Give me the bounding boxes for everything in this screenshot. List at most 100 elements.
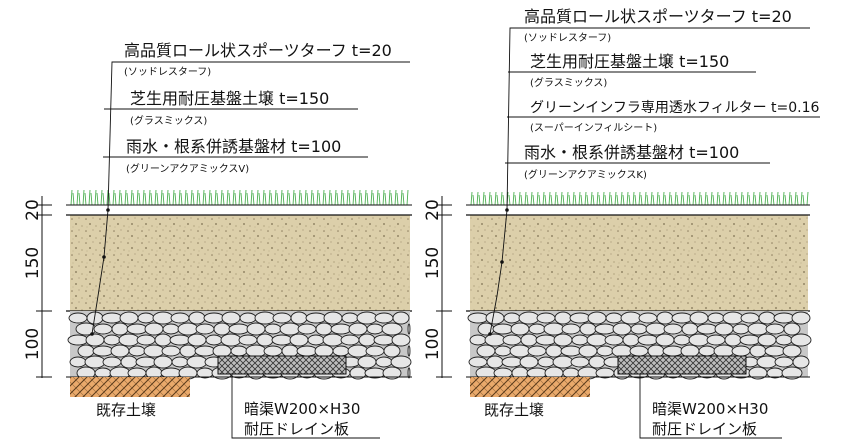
gravel-stone — [212, 344, 232, 358]
section-1-turf-layer — [66, 188, 412, 206]
section-2-drain-label-2: 耐圧ドレイン板 — [652, 420, 757, 438]
gravel-stone — [373, 334, 395, 346]
section-1-dim-150: 150 — [23, 247, 43, 279]
section-1-layer-2-sub: (グラスミックス) — [130, 114, 207, 127]
section-2: 20 150 100 高品質ロール状スポーツターフ t=20 (ソッドレスターフ… — [423, 7, 820, 439]
gravel-stone — [307, 334, 325, 346]
section-1: 20 150 100 高品質ロール状スポーツターフ t=20 (ソッドレスターフ… — [23, 41, 412, 439]
gravel-stone — [186, 355, 208, 369]
gravel-stone — [535, 334, 557, 346]
gravel-stone — [596, 345, 614, 357]
gravel-stone — [553, 333, 573, 347]
gravel-stone — [264, 323, 282, 335]
gravel-stone — [289, 333, 309, 347]
gravel-stone — [111, 322, 129, 336]
gravel-stone — [195, 323, 215, 335]
gravel-stone — [297, 323, 317, 335]
gravel-stone — [179, 344, 197, 358]
gravel-stone — [689, 311, 709, 325]
gravel-stone — [143, 344, 165, 358]
section-1-layer-3-sub: (グリーンアクアミックスV) — [126, 162, 249, 175]
gravel-stone — [374, 312, 394, 324]
gravel-stone — [228, 323, 250, 335]
section-1-layer-3-title: 雨水・根系併誘基盤材 t=100 — [126, 137, 341, 156]
gravel-stone — [290, 311, 308, 325]
gravel-stone — [537, 356, 555, 368]
gravel-stone — [663, 323, 683, 335]
gravel-stone — [281, 344, 299, 358]
section-1-leader-line — [91, 61, 410, 335]
section-1-soil-layer — [66, 214, 412, 312]
gravel-stone — [169, 334, 191, 346]
gravel-stone — [220, 333, 242, 347]
gravel-stone — [381, 322, 403, 336]
gravel-stone — [391, 333, 411, 347]
gravel-stone — [747, 322, 769, 336]
gravel-stone — [518, 311, 540, 325]
gravel-stone — [77, 344, 95, 358]
gravel-stone — [128, 345, 146, 357]
gravel-stone — [783, 322, 801, 336]
gravel-stone — [365, 345, 385, 357]
gravel-stone — [279, 322, 301, 336]
section-1-drain-leader — [231, 374, 380, 439]
gravel-stone — [528, 323, 546, 335]
gravel-stone — [671, 312, 693, 324]
gravel-stone — [519, 355, 539, 369]
gravel-stone — [620, 311, 642, 325]
section-2-dimension — [436, 196, 452, 378]
gravel-stone — [67, 334, 89, 346]
section-2-soil-layer — [466, 214, 810, 312]
gravel-stone — [375, 356, 393, 368]
section-1-drain-label-2: 耐圧ドレイン板 — [244, 420, 349, 438]
gravel-stone — [645, 322, 667, 336]
gravel-stone — [332, 345, 350, 357]
gravel-stone — [469, 334, 487, 346]
section-2-layer-2-sub: (グラスミックス) — [530, 76, 607, 89]
gravel-stone — [681, 322, 699, 336]
gravel-stone — [203, 312, 225, 324]
gravel-stone — [502, 334, 522, 346]
gravel-stone — [392, 311, 410, 325]
gravel-stone — [323, 311, 343, 325]
gravel-stone — [604, 334, 624, 346]
section-2-layer-4-title: 雨水・根系併誘基盤材 t=100 — [524, 143, 739, 162]
gravel-stone — [696, 323, 718, 335]
gravel-stone — [171, 356, 189, 368]
gravel-stone — [713, 344, 735, 358]
gravel-stone — [358, 333, 376, 347]
gravel-stone — [341, 312, 359, 324]
gravel-stone — [340, 334, 360, 346]
section-1-dim-100: 100 — [23, 328, 43, 360]
gravel-stone — [93, 323, 113, 335]
section-1-existing-soil-hatch — [70, 377, 190, 397]
gravel-stone — [501, 356, 523, 368]
gravel-stone — [407, 345, 411, 357]
gravel-stone — [782, 344, 802, 358]
gravel-stone — [254, 311, 276, 325]
gravel-stone — [647, 344, 665, 358]
gravel-stone — [510, 322, 530, 336]
gravel-stone — [239, 312, 257, 324]
section-1-dim-20: 20 — [23, 199, 43, 221]
section-2-turf-layer — [466, 188, 810, 206]
gravel-stone — [637, 334, 659, 346]
gravel-stone — [85, 333, 105, 347]
gravel-stone — [476, 344, 496, 358]
gravel-stone — [570, 356, 590, 368]
gravel-stone — [758, 311, 776, 325]
section-2-drain-board — [617, 355, 747, 375]
gravel-stone — [136, 334, 156, 346]
section-1-drain-board — [217, 355, 347, 375]
gravel-stone — [571, 334, 589, 346]
gravel-stone — [110, 344, 130, 358]
gravel-stone — [622, 333, 640, 347]
gravel-stone — [552, 355, 574, 369]
gravel-stone — [781, 366, 803, 380]
gravel-stone — [629, 345, 649, 357]
gravel-stone — [305, 312, 327, 324]
gravel-stone — [714, 322, 734, 336]
gravel-stone — [509, 344, 531, 358]
gravel-stone — [775, 334, 793, 346]
gravel-stone — [161, 345, 181, 357]
